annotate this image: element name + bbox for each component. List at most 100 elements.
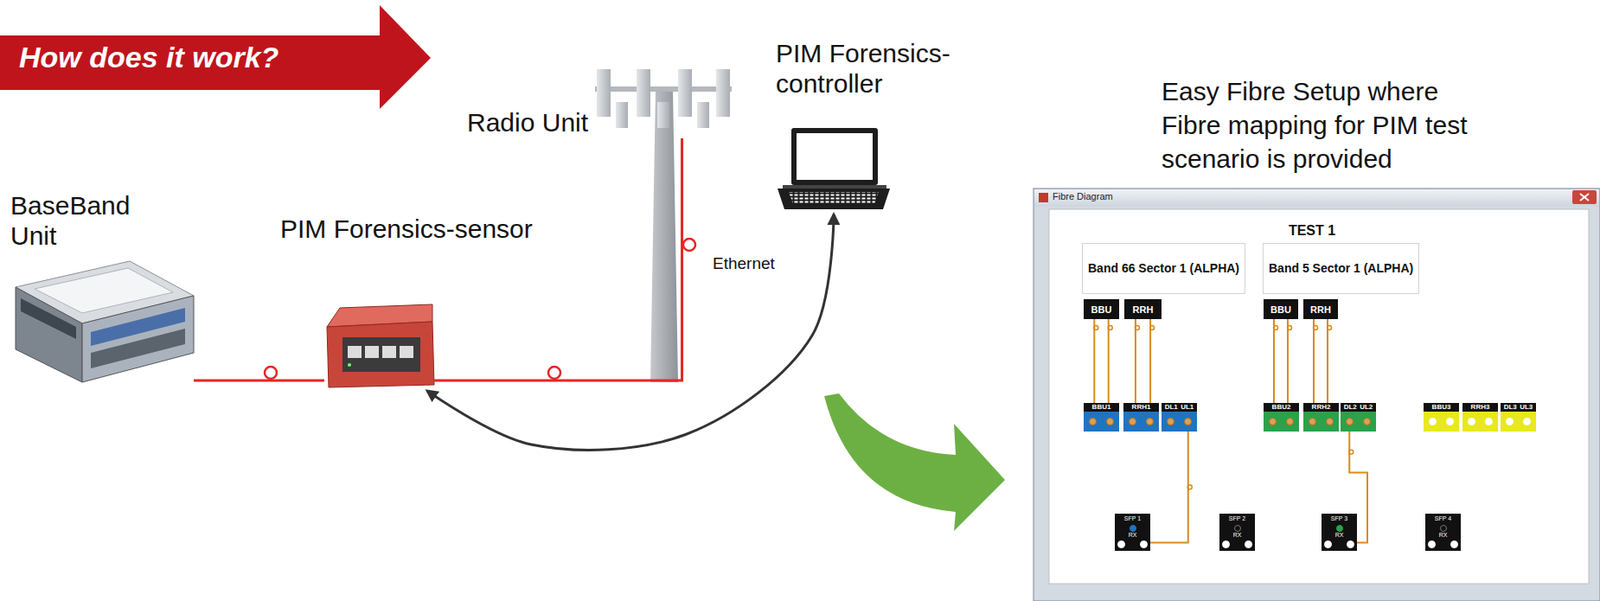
fibre-loop bbox=[1349, 449, 1354, 455]
band-box: Band 66 Sector 1 (ALPHA) bbox=[1081, 243, 1246, 295]
window-frame bbox=[1033, 188, 1600, 601]
band-box: Band 5 Sector 1 (ALPHA) bbox=[1262, 243, 1420, 295]
fibre-loop bbox=[264, 238, 696, 379]
unit-box: RRH bbox=[1124, 299, 1162, 320]
laptop-figure bbox=[788, 192, 879, 205]
port-label: DL3 bbox=[1504, 403, 1517, 412]
unit-label: BBU bbox=[1270, 304, 1292, 315]
fibre-loop bbox=[548, 366, 561, 379]
sfp-head: SFP 1 bbox=[1117, 515, 1148, 523]
port-label: BBU1 bbox=[1092, 403, 1112, 412]
sfp-module: SFP 2RX bbox=[1219, 513, 1255, 551]
radio-tower-figure bbox=[678, 69, 692, 117]
port-label: RRH1 bbox=[1132, 403, 1152, 412]
sfp-indicator bbox=[1336, 524, 1344, 532]
window-title: Fibre Diagram bbox=[1052, 191, 1114, 202]
fibre-loop bbox=[264, 366, 277, 379]
port-label-strip: BBU1 bbox=[1083, 403, 1120, 412]
sfp-label: RX bbox=[1439, 531, 1448, 539]
sfp-head: SFP 4 bbox=[1427, 515, 1459, 523]
radio-tower-figure bbox=[657, 102, 670, 128]
baseband-unit-figure bbox=[82, 295, 194, 383]
port-body bbox=[1462, 411, 1498, 432]
laptop-figure bbox=[791, 128, 878, 186]
fibre-loop bbox=[1187, 485, 1192, 490]
port-circle bbox=[1450, 540, 1459, 549]
sfp-label: SFP 3 bbox=[1331, 515, 1348, 523]
radio-tower-figure bbox=[636, 69, 651, 117]
sfp-ports bbox=[1222, 540, 1253, 549]
port-circle bbox=[1484, 417, 1493, 426]
sfp-indicator bbox=[1129, 524, 1137, 532]
port-circle bbox=[1346, 540, 1355, 549]
banner-title: How does it work? bbox=[19, 40, 279, 75]
device-label: PIM Forensics-controller bbox=[775, 38, 992, 99]
ethernet-link bbox=[427, 214, 834, 450]
band-label: Band 5 Sector 1 (ALPHA) bbox=[1268, 261, 1414, 276]
port-label-strip: RRH1 bbox=[1123, 403, 1159, 412]
green-transition-arrow bbox=[824, 393, 1005, 532]
port-circle bbox=[1106, 417, 1114, 426]
pim-sensor-figure bbox=[399, 345, 414, 359]
sfp-ports bbox=[1324, 540, 1355, 549]
unit-box: BBU bbox=[1263, 299, 1299, 320]
fibre-patch bbox=[1093, 319, 1095, 404]
fibre-patch bbox=[1107, 319, 1110, 404]
window-frame bbox=[1038, 192, 1049, 203]
device-label: BaseBand Unit bbox=[10, 191, 149, 251]
fibre-patch bbox=[1312, 319, 1315, 404]
pim-sensor-figure bbox=[342, 337, 421, 372]
window-frame bbox=[1033, 188, 1600, 601]
port-label-strip: DL1UL1 bbox=[1161, 403, 1197, 412]
sfp-label: SFP 2 bbox=[1228, 515, 1246, 523]
pim-sensor-figure bbox=[326, 321, 435, 388]
port-circle bbox=[1286, 417, 1294, 426]
baseband-unit-figure bbox=[15, 287, 83, 383]
sfp-label: RX bbox=[1335, 531, 1344, 539]
fibre-patch bbox=[1149, 319, 1152, 404]
port-circle bbox=[1505, 417, 1514, 426]
device-label: Radio Unit bbox=[467, 108, 589, 139]
port-circle bbox=[1523, 417, 1531, 426]
sfp-rx: RX bbox=[1427, 524, 1459, 539]
radio-tower-figure bbox=[595, 69, 732, 383]
unit-label: RRH bbox=[1310, 304, 1332, 315]
fibre-patch bbox=[1150, 431, 1189, 544]
radio-tower-figure bbox=[615, 102, 628, 128]
port-label-strip: RRH2 bbox=[1303, 403, 1339, 412]
baseband-unit-figure bbox=[15, 261, 194, 383]
port-block: DL3UL3 bbox=[1500, 403, 1536, 432]
port-label-strip: BBU3 bbox=[1423, 403, 1460, 412]
unit-label: RRH bbox=[1132, 304, 1154, 315]
pim-sensor-figure bbox=[347, 345, 362, 359]
laptop-figure bbox=[782, 185, 887, 189]
fibre-patch bbox=[1273, 319, 1275, 404]
port-block: RRH1 bbox=[1123, 403, 1159, 432]
baseband-unit: BaseBand Unit bbox=[15, 249, 194, 383]
port-circle bbox=[1427, 540, 1436, 549]
pim-sensor: PIM Forensics-sensor bbox=[324, 306, 435, 388]
baseband-unit-figure bbox=[90, 328, 186, 369]
laptop-figure bbox=[777, 188, 890, 210]
sfp-module: SFP 3 RX bbox=[1321, 513, 1357, 551]
pim-sensor-figure bbox=[347, 363, 352, 367]
sfp-ports bbox=[1427, 540, 1459, 549]
port-block: RRH2 bbox=[1303, 403, 1339, 432]
port-body bbox=[1263, 411, 1300, 432]
radio-tower-figure bbox=[650, 89, 679, 383]
sfp-rx: RX bbox=[1117, 524, 1148, 539]
radio-tower-figure bbox=[595, 86, 732, 92]
port-label: DL2 bbox=[1344, 403, 1357, 412]
port-circle bbox=[1308, 417, 1317, 426]
fibre-loop bbox=[1273, 326, 1279, 331]
window-frame bbox=[1580, 193, 1589, 201]
window-frame bbox=[1049, 209, 1589, 584]
sfp-rx: RX bbox=[1222, 524, 1253, 539]
sfp-indicator bbox=[1234, 524, 1242, 532]
fibre-loop bbox=[1327, 326, 1332, 331]
fibre-loop bbox=[1094, 326, 1099, 331]
port-label: BBU3 bbox=[1432, 403, 1452, 412]
fibre-loop bbox=[1313, 326, 1319, 331]
port-body bbox=[1083, 411, 1120, 432]
port-body bbox=[1423, 411, 1460, 432]
